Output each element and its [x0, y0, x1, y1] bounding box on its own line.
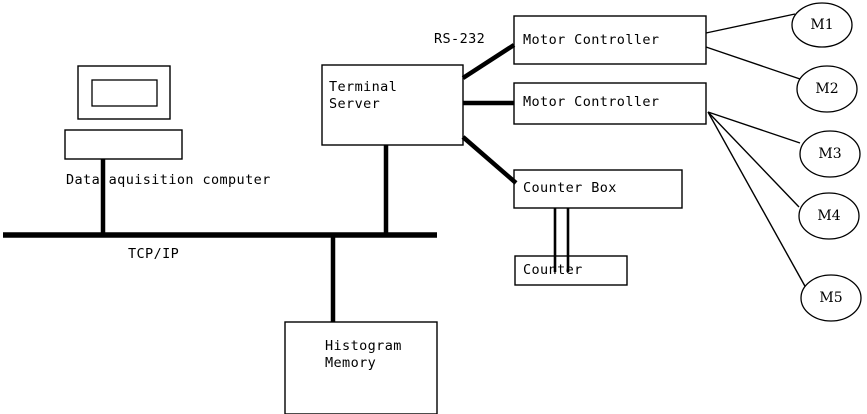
tcpip-link-label: TCP/IP — [128, 246, 180, 262]
counter-box-box — [513, 169, 683, 209]
mc1-to-m1-link — [705, 13, 796, 34]
ts-to-counter-box-link — [461, 135, 518, 185]
motor-label-m4: M4 — [817, 208, 841, 224]
counter-box-label: Counter Box — [523, 180, 617, 196]
counter-box — [514, 255, 628, 286]
histogram-memory-label-line2: Memory — [325, 355, 377, 371]
terminal-server-label-line2: Server — [329, 96, 381, 112]
mc2-to-m5-link — [707, 111, 807, 289]
motor-ellipse-m4 — [798, 192, 860, 240]
rs232-link-label: RS-232 — [434, 31, 486, 47]
motor-ellipse-m2 — [796, 65, 858, 113]
motor-controller-2-label: Motor Controller — [523, 94, 660, 110]
counter-label: Counter — [523, 262, 583, 278]
motor-ellipse-m1 — [791, 2, 853, 48]
motor-label-m1: M1 — [810, 17, 834, 33]
mc1-to-m2-link — [705, 46, 801, 80]
terminal-server-label-line1: Terminal — [329, 79, 398, 95]
motor-controller-1-box — [513, 15, 707, 65]
mc2-to-m3-link — [707, 111, 801, 144]
histogram-memory-box — [284, 321, 438, 414]
ts-to-motor-controller-1-link — [461, 43, 516, 80]
monitor-screen — [91, 79, 158, 107]
computer-base-unit — [64, 129, 183, 160]
motor-controller-1-label: Motor Controller — [523, 32, 660, 48]
motor-label-m3: M3 — [818, 146, 842, 162]
motor-ellipse-m3 — [799, 130, 861, 178]
histogram-memory-label-line1: Histogram — [325, 338, 402, 354]
mc2-to-m4-link — [707, 111, 800, 208]
terminal-server-box — [321, 64, 464, 146]
motor-label-m2: M2 — [815, 81, 839, 97]
motor-label-m5: M5 — [819, 290, 843, 306]
data-acquisition-computer-label: Data aquisition computer — [66, 172, 271, 188]
motor-ellipse-m5 — [800, 274, 862, 322]
